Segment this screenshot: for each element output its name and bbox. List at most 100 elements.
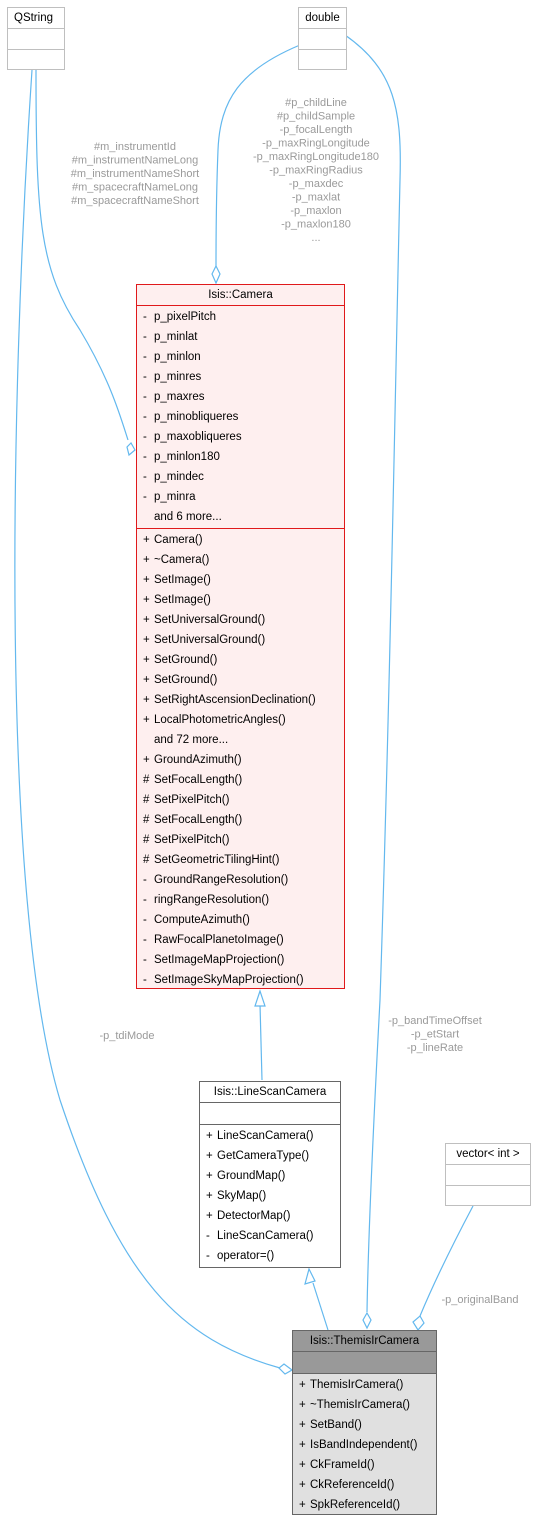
member-row[interactable]: and 72 more... (137, 730, 344, 750)
member-row[interactable]: -p_maxres (137, 387, 344, 407)
visibility-marker: + (299, 1419, 306, 1431)
member-name: p_mindec (154, 471, 204, 483)
member-row[interactable]: +SetUniversalGround() (137, 610, 344, 630)
member-row[interactable]: #SetFocalLength() (137, 770, 344, 790)
class-title: vector< int > (456, 1148, 520, 1160)
visibility-marker: - (143, 331, 147, 343)
member-name: p_minobliqueres (154, 411, 239, 423)
visibility-marker: + (206, 1190, 213, 1202)
member-row[interactable]: -LineScanCamera() (200, 1226, 340, 1246)
member-row[interactable]: + ~ThemisIrCamera() (293, 1395, 436, 1415)
member-row[interactable]: +SetRightAscensionDeclination() (137, 690, 344, 710)
member-row[interactable]: +~Camera() (137, 550, 344, 570)
edge-qstring-themis (14, 69, 281, 1369)
member-row[interactable]: #SetPixelPitch() (137, 830, 344, 850)
member-row[interactable]: +SetGround() (137, 670, 344, 690)
attributes-section: -p_pixelPitch-p_minlat-p_minlon-p_minres… (137, 305, 344, 528)
edge-themis-linescan (312, 1282, 329, 1331)
edge-label: -p_originalBand (441, 1294, 518, 1306)
member-row[interactable]: +DetectorMap() (200, 1206, 340, 1226)
member-row[interactable]: +GetCameraType() (200, 1146, 340, 1166)
edge-label: #m_instrumentId (94, 141, 176, 153)
member-row[interactable]: +SetBand() (293, 1415, 436, 1435)
visibility-marker: + (206, 1170, 213, 1182)
member-row[interactable]: +GroundAzimuth() (137, 750, 344, 770)
member-row[interactable]: -p_minres (137, 367, 344, 387)
member-row[interactable]: +SetImage() (137, 590, 344, 610)
member-row[interactable]: and 6 more... (137, 507, 344, 527)
edge-label: -p_tdiMode (99, 1030, 154, 1042)
visibility-marker: - (143, 311, 147, 323)
visibility-marker: - (143, 351, 147, 363)
methods-section (8, 49, 64, 69)
class-isis-linescancamera[interactable]: Isis::LineScanCamera +LineScanCamera()+G… (199, 1081, 341, 1268)
methods-section: +Camera()+~Camera()+SetImage()+SetImage(… (137, 528, 344, 991)
class-vector-int[interactable]: vector< int > (445, 1143, 531, 1206)
visibility-marker: + (206, 1150, 213, 1162)
member-row[interactable]: -p_pixelPitch (137, 307, 344, 327)
member-name: GroundAzimuth() (154, 754, 242, 766)
member-row[interactable]: +IsBandIndependent() (293, 1435, 436, 1455)
edge-label: -p_maxlon (290, 205, 341, 217)
member-row[interactable]: -p_maxobliqueres (137, 427, 344, 447)
member-row[interactable]: -p_minobliqueres (137, 407, 344, 427)
member-row[interactable]: +ThemisIrCamera() (293, 1375, 436, 1395)
edge-label: -p_maxdec (289, 178, 344, 190)
member-row[interactable]: #SetGeometricTilingHint() (137, 850, 344, 870)
visibility-marker: + (299, 1399, 306, 1411)
class-double[interactable]: double (298, 7, 347, 70)
member-row[interactable]: -SetImageMapProjection() (137, 950, 344, 970)
member-name: SkyMap() (217, 1190, 267, 1202)
visibility-marker: # (143, 814, 150, 826)
attributes-section (8, 28, 64, 49)
member-row[interactable]: +CkReferenceId() (293, 1475, 436, 1495)
member-name: and 6 more... (154, 511, 222, 523)
class-qstring[interactable]: QString (7, 7, 65, 70)
member-name: and 72 more... (154, 734, 229, 746)
member-row[interactable]: -SetImageSkyMapProjection() (137, 970, 344, 990)
member-name: SetGeometricTilingHint() (154, 854, 280, 866)
member-name: CkReferenceId() (310, 1479, 395, 1491)
edge-linescan-camera (259, 1003, 263, 1081)
visibility-marker: - (206, 1230, 210, 1242)
member-name: LocalPhotometricAngles() (154, 714, 286, 726)
member-name: SetRightAscensionDeclination() (154, 694, 316, 706)
member-row[interactable]: +Camera() (137, 530, 344, 550)
visibility-marker: + (299, 1459, 306, 1471)
member-row[interactable]: +LineScanCamera() (200, 1126, 340, 1146)
class-isis-camera[interactable]: Isis::Camera -p_pixelPitch-p_minlat-p_mi… (136, 284, 345, 989)
member-row[interactable]: + SkyMap() (200, 1186, 340, 1206)
visibility-marker: + (143, 594, 150, 606)
methods-section (446, 1185, 530, 1205)
edge-label: -p_focalLength (280, 124, 353, 136)
member-row[interactable]: +GroundMap() (200, 1166, 340, 1186)
edge-double-themis (344, 34, 401, 1313)
member-row[interactable]: #SetFocalLength() (137, 810, 344, 830)
member-row[interactable]: #SetPixelPitch() (137, 790, 344, 810)
member-row[interactable]: -p_minra (137, 487, 344, 507)
member-row[interactable]: +SetImage() (137, 570, 344, 590)
member-row[interactable]: -ComputeAzimuth() (137, 910, 344, 930)
member-name: ~ThemisIrCamera() (310, 1399, 411, 1411)
member-row[interactable]: -p_minlat (137, 327, 344, 347)
member-name: CkFrameId() (310, 1459, 375, 1471)
member-row[interactable]: -GroundRangeResolution() (137, 870, 344, 890)
member-row[interactable]: +LocalPhotometricAngles() (137, 710, 344, 730)
class-title: QString (14, 12, 53, 24)
member-row[interactable]: -ringRangeResolution() (137, 890, 344, 910)
member-row[interactable]: +SetGround() (137, 650, 344, 670)
member-row[interactable]: -RawFocalPlanetoImage() (137, 930, 344, 950)
member-row[interactable]: -p_minlon180 (137, 447, 344, 467)
member-row[interactable]: +SetUniversalGround() (137, 630, 344, 650)
member-row[interactable]: + CkFrameId() (293, 1455, 436, 1475)
member-row[interactable]: -p_mindec (137, 467, 344, 487)
class-isis-themisircamera[interactable]: Isis::ThemisIrCamera +ThemisIrCamera()+~… (292, 1330, 437, 1515)
visibility-marker: + (143, 534, 150, 546)
visibility-marker: - (143, 391, 147, 403)
member-row[interactable]: +SpkReferenceId() (293, 1495, 436, 1515)
member-row[interactable]: -operator=() (200, 1246, 340, 1266)
member-name: RawFocalPlanetoImage() (154, 934, 284, 946)
member-name: SetImageSkyMapProjection() (154, 974, 304, 986)
member-row[interactable]: -p_minlon (137, 347, 344, 367)
edge-label: #m_instrumentNameLong (72, 155, 199, 167)
